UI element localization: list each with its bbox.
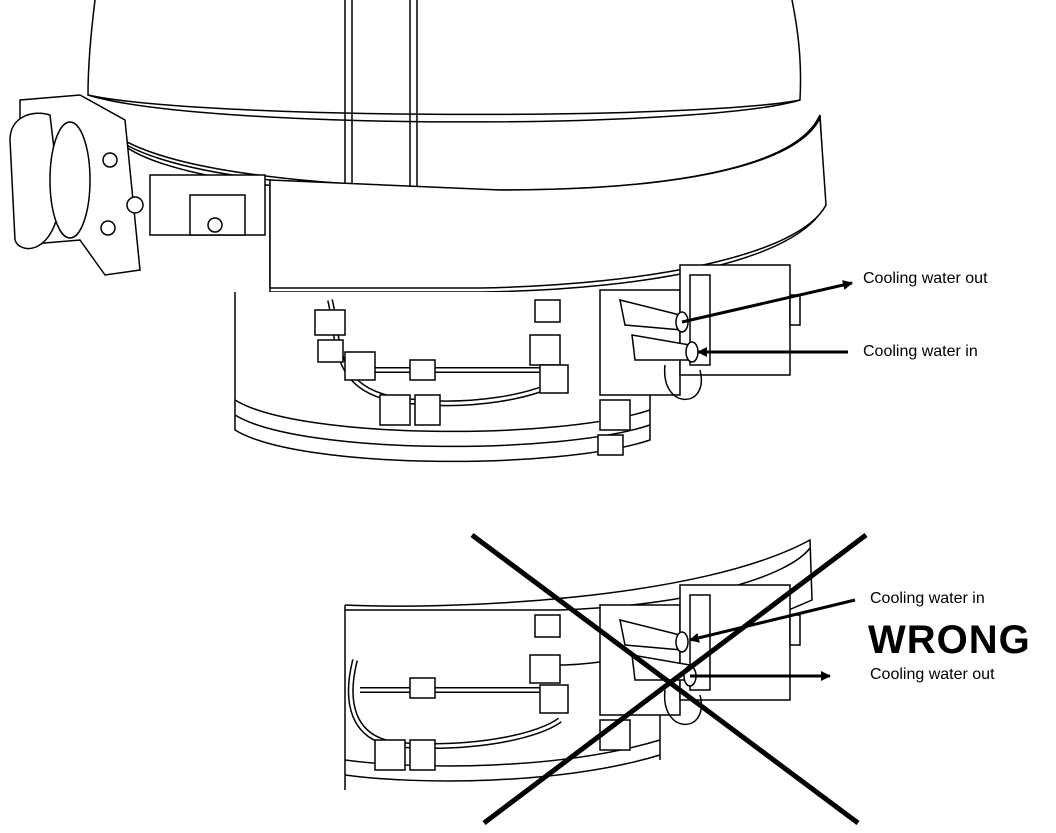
clamp-band [269,115,827,289]
bottom-fittings [374,614,631,771]
dome [87,0,802,116]
top-out-arrow [681,280,853,324]
fittings [314,299,631,456]
lower-body [234,292,651,463]
bottom-in-arrow [689,598,856,643]
dome-bars [344,0,418,190]
label-bottom-cooling-out: Cooling water out [870,666,995,683]
bottom-lower-body [344,605,661,790]
label-bottom-cooling-in: Cooling water in [870,590,985,607]
wrong-cross-icon [470,532,868,826]
label-top-cooling-out: Cooling water out [863,270,988,287]
wrong-label: WRONG [868,618,1031,662]
top-assembly-drawing [9,0,827,463]
bottom-assembly-drawing [344,538,813,790]
label-top-cooling-in: Cooling water in [863,343,978,360]
